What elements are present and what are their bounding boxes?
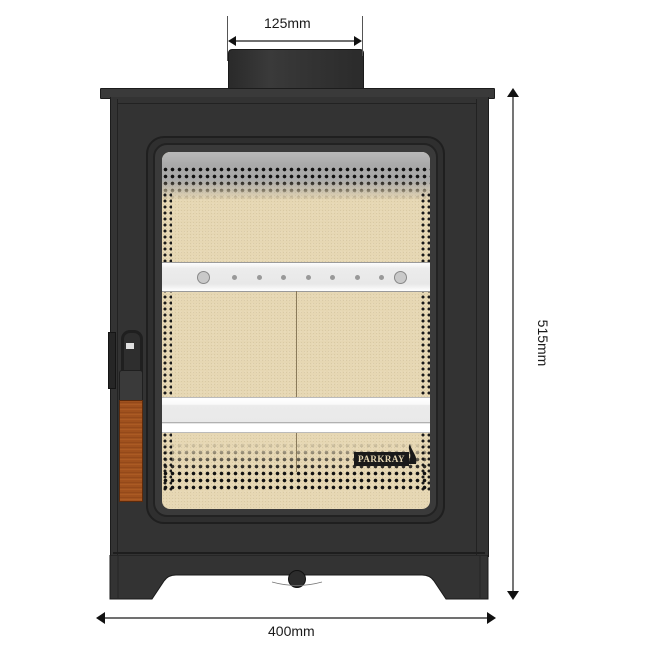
left-side-seam: [117, 99, 118, 555]
handle-wood-grip: [119, 400, 143, 502]
rivet-icon: [379, 275, 384, 280]
handle-latch-loop: [121, 330, 143, 373]
right-side-seam: [476, 99, 477, 555]
air-control-knob[interactable]: [288, 570, 306, 588]
left-halftone-edge: [162, 192, 172, 492]
brand-logo: PARKRAY: [354, 452, 409, 466]
rivet-icon: [232, 275, 237, 280]
base-plinth: [109, 555, 489, 600]
screw-icon: [394, 271, 407, 284]
lower-grate-bar: [162, 397, 430, 433]
flue-dimension-extension-left: [227, 16, 228, 61]
bottom-halftone-pattern: [162, 442, 430, 490]
rivet-icon: [355, 275, 360, 280]
rivet-icon: [257, 275, 262, 280]
flue-dimension-extension-right: [362, 16, 363, 56]
width-dimension-label: 400mm: [268, 623, 315, 639]
height-dimension-label: 515mm: [535, 319, 551, 367]
glass-window: PARKRAY: [162, 152, 430, 509]
door-hinge-plate: [108, 332, 116, 389]
height-dimension-arrow: [507, 88, 519, 600]
flue-dimension-label: 125mm: [264, 15, 311, 31]
rivet-icon: [281, 275, 286, 280]
flame-logo-icon: [408, 444, 417, 464]
flue-dimension-arrow: [228, 36, 362, 46]
right-halftone-edge: [420, 192, 430, 492]
rivet-icon: [306, 275, 311, 280]
baffle-plate: [162, 152, 430, 168]
handle-shaft: [119, 370, 143, 402]
air-control-slider-arc: [271, 581, 323, 586]
door-bottom-edge: [113, 552, 485, 554]
handle-latch-pin: [126, 343, 134, 349]
screw-icon: [197, 271, 210, 284]
firebrick-seam-vertical-upper: [296, 291, 297, 399]
top-halftone-pattern: [162, 166, 430, 200]
door-top-edge: [118, 103, 476, 104]
airwash-bar: [162, 262, 430, 292]
door-handle[interactable]: [118, 330, 143, 502]
rivet-icon: [330, 275, 335, 280]
width-dimension-arrow: [96, 612, 496, 624]
brand-logo-text: PARKRAY: [357, 454, 405, 464]
flue-collar: [228, 49, 364, 91]
